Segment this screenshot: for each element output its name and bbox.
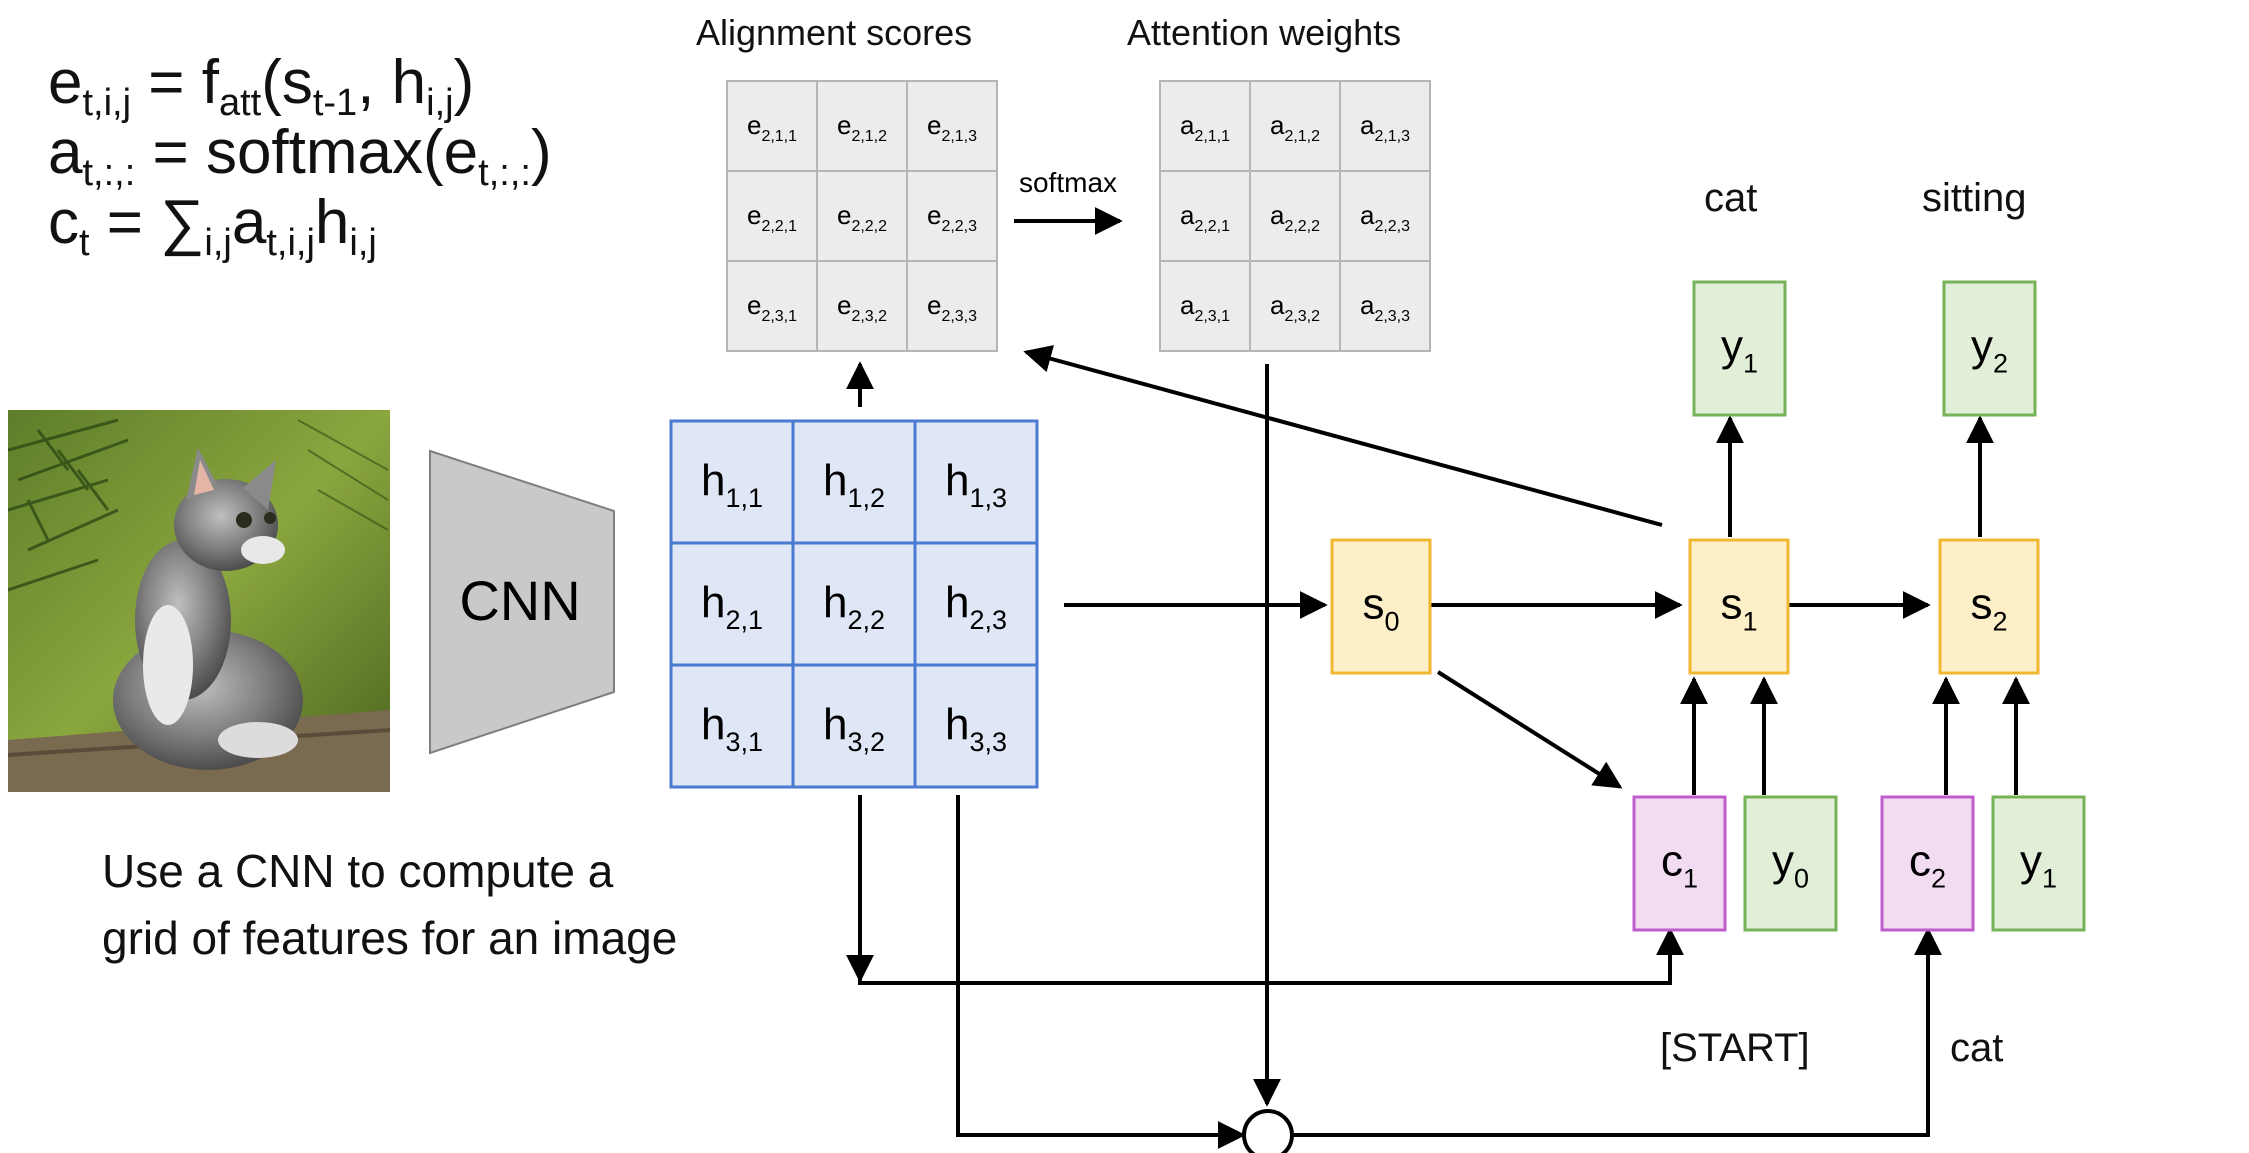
output-y2-label: y2 bbox=[1971, 322, 2008, 379]
state-s0 bbox=[1330, 538, 1432, 675]
alignment-score-cell-label: e2,1,3 bbox=[927, 110, 977, 145]
cnn-block bbox=[429, 449, 615, 755]
attention-weight-cell bbox=[1159, 170, 1251, 262]
feature-cell bbox=[669, 541, 795, 667]
feature-cell bbox=[669, 663, 795, 789]
state-s1-label: s1 bbox=[1720, 580, 1757, 637]
attention-weight-cell-label: a2,1,1 bbox=[1180, 110, 1230, 145]
combine-to-c2-path bbox=[1293, 927, 1942, 1137]
features-to-combine-path bbox=[956, 795, 1246, 1149]
attention-weight-cell-label: a2,3,1 bbox=[1180, 290, 1230, 325]
attention-weight-cell-label: a2,2,3 bbox=[1360, 200, 1410, 235]
caption-line: Use a CNN to compute a bbox=[102, 845, 614, 897]
alignment-score-cell bbox=[726, 80, 818, 172]
attention-weight-cell bbox=[1159, 80, 1251, 172]
equation-context: ct = ∑i,jat,i,jhi,j bbox=[48, 188, 377, 264]
feature-cell-label: h2,2 bbox=[823, 578, 885, 635]
alignment-score-cell bbox=[906, 80, 998, 172]
attention-weight-cell bbox=[1159, 260, 1251, 352]
input-y1 bbox=[1991, 795, 2086, 932]
attention-weight-cell-label: a2,1,3 bbox=[1360, 110, 1410, 145]
context-c2-label: c2 bbox=[1909, 837, 1946, 894]
feature-cell bbox=[791, 663, 917, 789]
attention-weight-cell bbox=[1339, 260, 1431, 352]
feature-cell bbox=[913, 541, 1039, 667]
output-word-cat: cat bbox=[1704, 176, 1758, 220]
feature-cell bbox=[791, 541, 917, 667]
alignment-scores-title: Alignment scores bbox=[696, 12, 973, 53]
state-s2-label: s2 bbox=[1970, 580, 2007, 637]
feature-cell bbox=[913, 419, 1039, 545]
feature-cell-label: h3,2 bbox=[823, 700, 885, 757]
attention-weights-title: Attention weights bbox=[1127, 12, 1402, 53]
alignment-score-cell-label: e2,2,2 bbox=[837, 200, 887, 235]
alignment-score-cell-label: e2,3,2 bbox=[837, 290, 887, 325]
alignment-score-cell-label: e2,3,1 bbox=[747, 290, 797, 325]
alignment-score-cell bbox=[816, 260, 908, 352]
output-y1 bbox=[1692, 280, 1787, 417]
attention-weight-cell-label: a2,1,2 bbox=[1270, 110, 1320, 145]
attention-weight-cell bbox=[1249, 260, 1341, 352]
feature-cell-label: h2,1 bbox=[701, 578, 763, 635]
context-c1-label: c1 bbox=[1661, 837, 1698, 894]
alignment-score-cell bbox=[906, 170, 998, 262]
alignment-score-cell-label: e2,2,1 bbox=[747, 200, 797, 235]
combine-node bbox=[1242, 1109, 1294, 1153]
alignment-score-cell bbox=[726, 170, 818, 262]
input-word-start: [START] bbox=[1660, 1026, 1810, 1070]
alignment-score-cell-label: e2,1,2 bbox=[837, 110, 887, 145]
s1-to-scores-arrow bbox=[1023, 345, 1663, 527]
alignment-score-cell bbox=[816, 170, 908, 262]
s0-to-c1-arrow bbox=[1436, 670, 1623, 789]
feature-cell bbox=[791, 419, 917, 545]
feature-cell-label: h2,3 bbox=[945, 578, 1007, 635]
state-s0-label: s0 bbox=[1362, 580, 1399, 637]
context-c1 bbox=[1632, 795, 1727, 932]
feature-cell-label: h1,2 bbox=[823, 456, 885, 513]
attention-weight-cell bbox=[1249, 80, 1341, 172]
equation-softmax: at,:,: = softmax(et,:,:) bbox=[48, 118, 552, 194]
alignment-score-cell bbox=[726, 260, 818, 352]
input-y0 bbox=[1743, 795, 1838, 932]
cnn-label: CNN bbox=[459, 569, 580, 632]
equation-alignment: et,i,j = fatt(st-1, hi,j) bbox=[48, 48, 475, 124]
caption: Use a CNN to compute a grid of features … bbox=[102, 838, 677, 971]
attention-weight-cell bbox=[1339, 80, 1431, 172]
context-c2 bbox=[1880, 795, 1975, 932]
input-word-cat: cat bbox=[1950, 1026, 2004, 1070]
output-word-sitting: sitting bbox=[1922, 176, 2027, 220]
output-y2 bbox=[1942, 280, 2037, 417]
feature-cell-label: h3,3 bbox=[945, 700, 1007, 757]
alignment-score-cell-label: e2,3,3 bbox=[927, 290, 977, 325]
input-y0-label: y0 bbox=[1772, 837, 1809, 894]
attention-weight-cell-label: a2,3,3 bbox=[1360, 290, 1410, 325]
alignment-score-cell-label: e2,1,1 bbox=[747, 110, 797, 145]
attention-weight-cell-label: a2,3,2 bbox=[1270, 290, 1320, 325]
attention-weight-cell bbox=[1249, 170, 1341, 262]
attention-weight-cell-label: a2,2,1 bbox=[1180, 200, 1230, 235]
feature-cell-label: h3,1 bbox=[701, 700, 763, 757]
alignment-score-cell bbox=[906, 260, 998, 352]
state-s1 bbox=[1688, 538, 1790, 675]
feature-cell-label: h1,1 bbox=[701, 456, 763, 513]
feature-cell-label: h1,3 bbox=[945, 456, 1007, 513]
state-s2 bbox=[1938, 538, 2040, 675]
softmax-label: softmax bbox=[1019, 167, 1117, 198]
cat-photo bbox=[8, 410, 390, 792]
caption-line: grid of features for an image bbox=[102, 911, 678, 964]
feature-cell bbox=[913, 663, 1039, 789]
attention-weight-cell bbox=[1339, 170, 1431, 262]
attention-weight-cell-label: a2,2,2 bbox=[1270, 200, 1320, 235]
feature-cell bbox=[669, 419, 795, 545]
output-y1-label: y1 bbox=[1721, 322, 1758, 379]
alignment-score-cell bbox=[816, 80, 908, 172]
input-y1-label: y1 bbox=[2020, 837, 2057, 894]
alignment-score-cell-label: e2,2,3 bbox=[927, 200, 977, 235]
